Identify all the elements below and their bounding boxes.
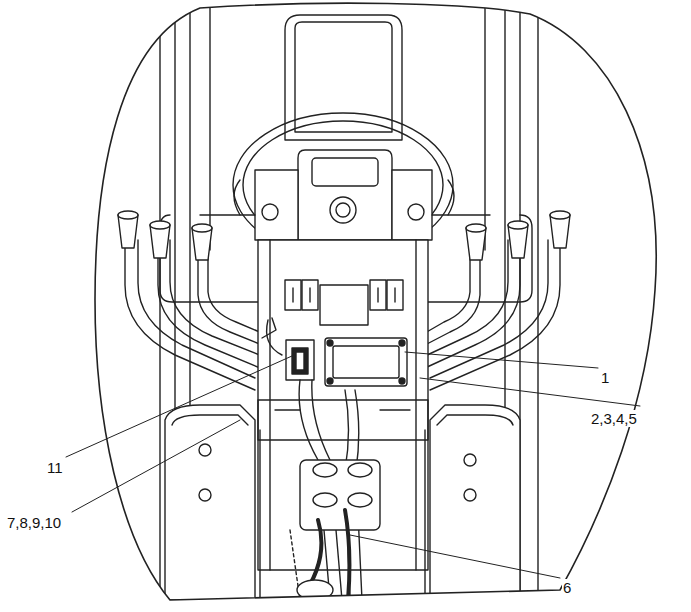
illustration-part (464, 454, 476, 466)
illustration-part (298, 150, 392, 240)
illustration-part (292, 348, 308, 374)
illustration-part (550, 211, 570, 219)
illustration-part (313, 463, 337, 477)
illustration-part (350, 535, 560, 578)
illustration-part (320, 285, 368, 325)
illustration-part (370, 280, 386, 310)
illustration-part (408, 204, 424, 220)
illustration-part (172, 415, 248, 425)
illustration-part (199, 489, 211, 501)
illustration-part (200, 214, 490, 215)
illustration-part (484, 0, 485, 250)
callout-number: 11 (46, 459, 64, 476)
illustration-part (537, 0, 538, 612)
illustration-part (165, 405, 255, 600)
illustration-part (66, 356, 292, 457)
illustration-part (333, 346, 399, 378)
illustration-part (327, 340, 333, 346)
illustration-part (405, 352, 598, 368)
illustration-part (262, 204, 278, 220)
illustration-part (312, 158, 378, 186)
illustration-part (258, 400, 428, 440)
illustration-part (259, 430, 260, 600)
callout-number: 7,8,9,10 (6, 514, 62, 531)
illustration-part (258, 240, 428, 570)
illustration-part (448, 180, 454, 215)
callout-number: 6 (562, 579, 572, 596)
illustration-part (243, 121, 443, 249)
illustration-part (336, 203, 350, 217)
callout-number: 2,3,4,5 (590, 410, 638, 427)
illustration-part (234, 180, 240, 215)
illustration-part (466, 224, 486, 232)
illustration-part (387, 280, 403, 310)
illustration-part (286, 340, 314, 380)
illustration-part (415, 240, 416, 570)
illustration-part (118, 211, 138, 219)
illustration-part (302, 280, 318, 310)
illustration-part (275, 409, 300, 410)
illustration-part (430, 240, 560, 390)
illustration-part (508, 225, 528, 258)
illustration-part (262, 318, 276, 338)
illustration-part (192, 228, 212, 260)
callout-number: 1 (600, 369, 610, 386)
illustration-part (392, 170, 432, 240)
illustration-part (380, 409, 410, 410)
illustration-part (199, 444, 211, 456)
illustration-part (208, 240, 262, 333)
illustration-part (327, 378, 333, 384)
illustration-part (425, 240, 508, 356)
illustration-part (348, 493, 372, 507)
illustration-part (325, 338, 407, 386)
illustration-part (330, 197, 356, 223)
illustration-part (313, 493, 337, 507)
illustration-part (233, 113, 453, 257)
illustration-part (118, 0, 570, 612)
illustration-part (296, 352, 304, 370)
illustration-part (430, 405, 520, 600)
illustration-part (118, 215, 138, 248)
illustration-part (309, 288, 310, 302)
illustration-part (66, 0, 656, 612)
illustration-part (269, 240, 270, 570)
illustration-part (437, 415, 513, 425)
illustration-part (377, 288, 378, 302)
illustration-part (159, 0, 160, 612)
illustration-part (394, 288, 395, 302)
illustration-part (508, 221, 528, 229)
illustration-part (72, 420, 240, 512)
illustration-part (399, 378, 405, 384)
illustration-part (292, 288, 293, 302)
illustration-part (150, 221, 170, 229)
illustration-part (170, 240, 262, 356)
illustration-part (425, 240, 470, 333)
illustration-part (345, 510, 349, 600)
illustration-part (300, 460, 380, 530)
illustration-part (95, 3, 656, 600)
illustration-part (285, 280, 301, 310)
illustration-part (466, 228, 486, 260)
illustration-part (255, 170, 298, 240)
illustration-part (150, 225, 170, 258)
illustration-part (550, 215, 570, 248)
illustration-part (125, 240, 255, 390)
illustration-part (424, 430, 425, 600)
illustration-part (209, 0, 210, 250)
illustration-part (464, 489, 476, 501)
illustration-part (399, 340, 405, 346)
illustration-part (348, 463, 372, 477)
illustration-part (192, 224, 212, 232)
